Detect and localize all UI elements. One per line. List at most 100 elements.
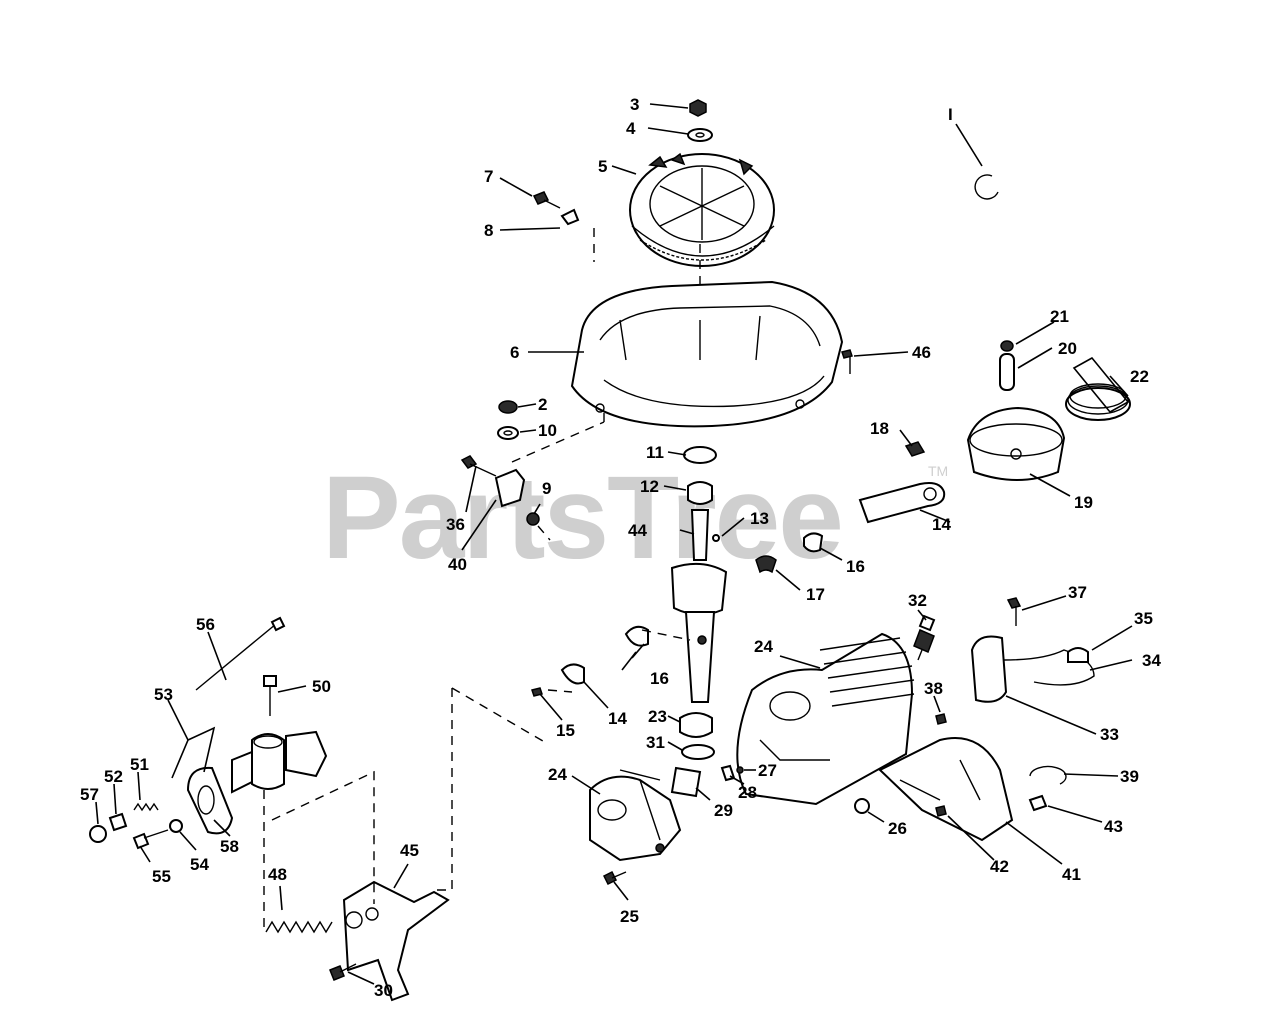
callout-5: 5 — [598, 157, 607, 176]
callout-21: 21 — [1050, 307, 1069, 326]
bracket-41-part — [878, 737, 1014, 842]
callout-2: 2 — [538, 395, 547, 414]
callout-46: 46 — [912, 343, 931, 362]
callout-31: 31 — [646, 733, 665, 752]
callout-15: 15 — [556, 721, 575, 740]
callout-51: 51 — [130, 755, 149, 774]
callout-7: 7 — [484, 167, 493, 186]
watermark-trademark: TM — [928, 463, 948, 479]
callout-54: 54 — [190, 855, 209, 874]
cable-tie-part — [195, 623, 277, 691]
nut-part — [689, 99, 707, 117]
cap-57-part — [89, 825, 107, 843]
piston-rings-part — [1065, 383, 1131, 421]
ring-31-part — [681, 744, 715, 760]
callout-24-lower: 24 — [548, 765, 567, 784]
screw-part — [532, 191, 550, 205]
callout-9: 9 — [542, 479, 551, 498]
ignition-module-part — [970, 635, 1008, 703]
washer-10-part — [497, 426, 519, 440]
cylinder-block-part — [736, 632, 915, 806]
screw-15-part — [531, 687, 543, 697]
bracket-45-part — [342, 880, 450, 1002]
callout-52: 52 — [104, 767, 123, 786]
callout-19: 19 — [1074, 493, 1093, 512]
crankshaft-part — [670, 509, 728, 703]
callout-16-lower: 16 — [650, 669, 669, 688]
callout-40: 40 — [448, 555, 467, 574]
cap-16-part — [803, 532, 824, 553]
spring-48-part — [265, 920, 333, 934]
callout-10: 10 — [538, 421, 557, 440]
callout-29: 29 — [714, 801, 733, 820]
screw-55-part — [132, 832, 150, 850]
screw-30-part — [329, 965, 345, 981]
bracket-40-part — [494, 468, 526, 508]
callout-8: 8 — [484, 221, 493, 240]
callout-45: 45 — [400, 841, 419, 860]
washer-54-part — [169, 819, 183, 833]
seal-11-part — [683, 446, 717, 464]
callout-34: 34 — [1142, 651, 1161, 670]
callout-32: 32 — [908, 591, 927, 610]
callout-12: 12 — [640, 477, 659, 496]
governor-lever-part — [231, 730, 328, 794]
alignment-lines — [263, 228, 701, 930]
blower-housing-part — [570, 280, 844, 428]
callout-41: 41 — [1062, 865, 1081, 884]
screw-37-part — [1006, 597, 1022, 609]
callout-58: 58 — [220, 837, 239, 856]
connecting-rod-part — [858, 482, 946, 524]
callout-55: 55 — [152, 867, 171, 886]
callout-33: 33 — [1100, 725, 1119, 744]
callout-42: 42 — [990, 857, 1009, 876]
washer-part — [687, 128, 713, 142]
callout-37: 37 — [1068, 583, 1087, 602]
screw-25-part — [602, 870, 618, 886]
callout-17: 17 — [806, 585, 825, 604]
callout-18: 18 — [870, 419, 889, 438]
callout-39: 39 — [1120, 767, 1139, 786]
nut-2-part — [498, 400, 518, 414]
screw-38-part — [935, 713, 947, 725]
gasket-29-part — [670, 766, 702, 798]
leader-lines — [95, 103, 1133, 985]
callout-11: 11 — [646, 443, 664, 462]
callout-35: 35 — [1134, 609, 1153, 628]
flywheel-part — [629, 152, 775, 267]
callout-I: I — [948, 105, 953, 124]
callout-36: 36 — [446, 515, 465, 534]
spring-51-part — [133, 802, 159, 812]
callout-30: 30 — [374, 981, 393, 1000]
snap-ring-part — [974, 174, 999, 200]
callout-43: 43 — [1104, 817, 1123, 836]
callout-38: 38 — [924, 679, 943, 698]
callout-53: 53 — [154, 685, 173, 704]
callout-50: 50 — [312, 677, 331, 696]
callout-4: 4 — [626, 119, 636, 138]
callout-28: 28 — [738, 783, 757, 802]
piston-part — [966, 406, 1066, 481]
callout-26: 26 — [888, 819, 907, 838]
callout-23: 23 — [648, 707, 667, 726]
carburetor-part — [589, 769, 682, 862]
bearing-17-part — [755, 555, 777, 574]
callout-44: 44 — [628, 521, 647, 540]
callout-22: 22 — [1130, 367, 1149, 386]
washer-hole — [695, 132, 705, 138]
callout-20: 20 — [1058, 339, 1077, 358]
callout-25: 25 — [620, 907, 639, 926]
wrist-pin-clip-part — [1000, 340, 1014, 352]
callout-57: 57 — [80, 785, 99, 804]
ball-26-part — [854, 798, 870, 814]
callout-6: 6 — [510, 343, 519, 362]
retainer-18-part — [904, 441, 926, 457]
callout-13: 13 — [750, 509, 769, 528]
callout-16-upper: 16 — [846, 557, 865, 576]
clip-43-part — [1028, 794, 1048, 812]
spark-plug-part — [913, 614, 936, 661]
callout-14-upper: 14 — [932, 515, 951, 534]
callout-24-upper: 24 — [754, 637, 773, 656]
wrist-pin-part — [999, 353, 1015, 391]
